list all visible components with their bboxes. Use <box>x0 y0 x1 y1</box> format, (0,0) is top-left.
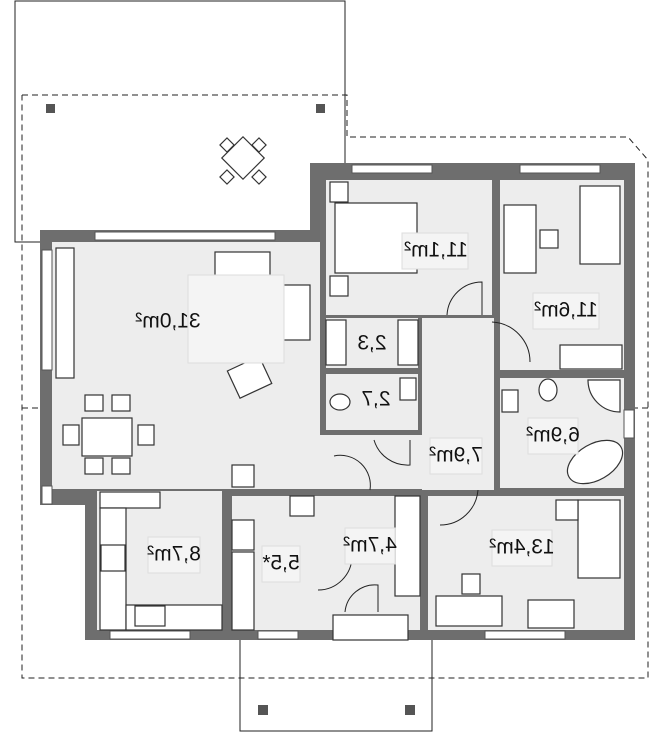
roof-outline <box>21 94 649 679</box>
furniture <box>55 181 624 631</box>
windows <box>41 164 635 640</box>
area-label-bathroom: 6,9m² <box>526 424 580 447</box>
room-labels: 31,0m² 11,1m² 11,6m² 2,3 2,7 6,9m² 7,9m²… <box>135 232 600 583</box>
area-label-wc: 2,7 <box>361 388 390 411</box>
area-label-hall: 7,9m² <box>429 444 483 467</box>
terrace-table <box>219 135 267 185</box>
terrace-post <box>46 104 55 113</box>
porch <box>239 614 433 732</box>
area-label-bedroom-2: 11,6m² <box>534 299 598 322</box>
area-label-kitchen: 8,7m² <box>147 543 201 566</box>
area-label-pantry: 5,5* <box>262 552 299 575</box>
terrace-post <box>316 104 325 113</box>
terrace-outline <box>14 0 346 243</box>
area-label-vestibule: 4,7m² <box>343 534 397 557</box>
area-label-closet: 2,3 <box>357 332 386 355</box>
area-label-bedroom-1: 11,1m² <box>404 239 468 262</box>
area-label-living: 31,0m² <box>135 310 200 333</box>
area-label-bedroom-3: 13,4m² <box>489 536 554 559</box>
